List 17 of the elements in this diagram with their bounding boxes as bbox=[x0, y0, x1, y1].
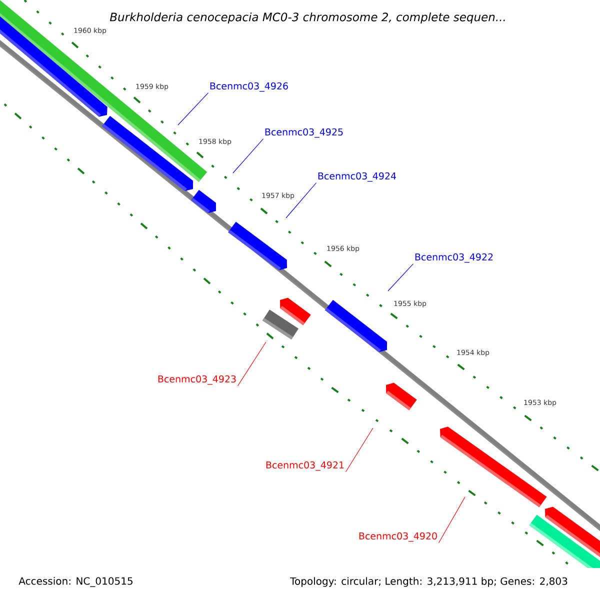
leader-line bbox=[438, 496, 466, 544]
gene-label: Bcenmc03_4920 bbox=[359, 532, 437, 542]
info-text: Topology: circular; Length: 3,213,911 bp; Genes: 2,803 bbox=[290, 577, 568, 587]
leader-line bbox=[178, 92, 209, 126]
leader-line bbox=[388, 264, 414, 292]
gene-label: Bcenmc03_4926 bbox=[210, 82, 288, 92]
title: Burkholderia cenocepacia MC0-3 chromosome 2, complete sequen... bbox=[110, 12, 505, 24]
leader-line bbox=[286, 182, 317, 218]
gene-label: Bcenmc03_4925 bbox=[265, 128, 343, 138]
leader-line bbox=[232, 138, 264, 174]
leader-line bbox=[345, 428, 374, 472]
gene-label: Bcenmc03_4922 bbox=[415, 253, 493, 263]
gene-label: Bcenmc03_4923 bbox=[158, 375, 236, 385]
gene-label: Bcenmc03_4921 bbox=[266, 461, 344, 471]
gene-label: Bcenmc03_4924 bbox=[318, 172, 396, 182]
leader-line bbox=[237, 342, 266, 386]
info-text: Accession: NC_010515 bbox=[18, 577, 132, 587]
